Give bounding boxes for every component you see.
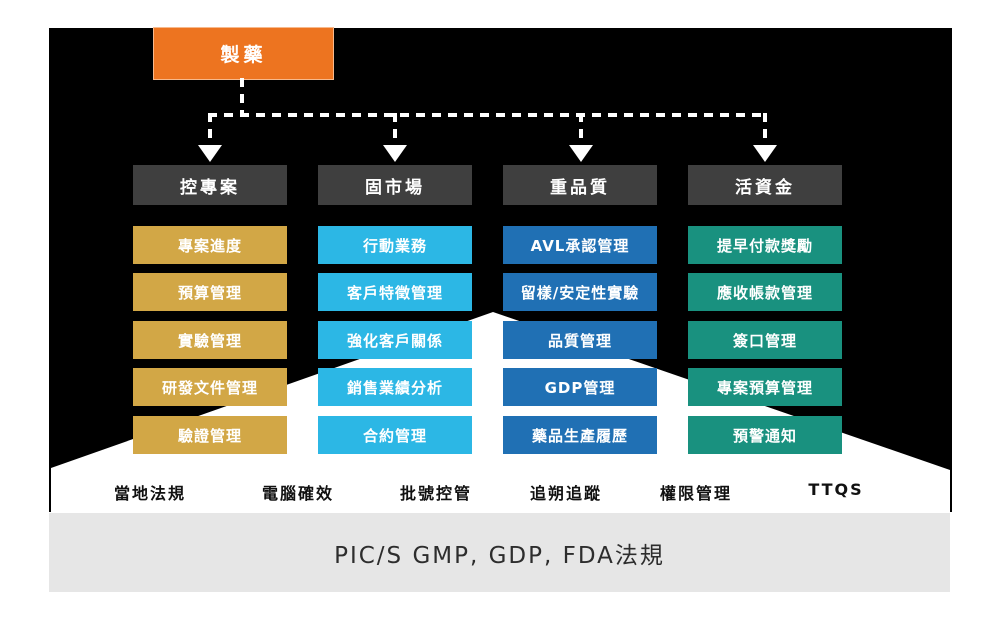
module-box: 預警通知 bbox=[688, 416, 842, 454]
module-box: AVL承認管理 bbox=[503, 226, 657, 264]
foundation-label: 當地法規 bbox=[113, 484, 187, 503]
module-box: 簽口管理 bbox=[688, 321, 842, 359]
module-box: 合約管理 bbox=[318, 416, 472, 454]
arrow-down-icon bbox=[753, 145, 777, 162]
module-box: 銷售業績分析 bbox=[318, 368, 472, 406]
foundation-label: 權限管理 bbox=[659, 484, 733, 503]
root-node: 製藥 bbox=[153, 27, 334, 80]
connector-drop-line bbox=[579, 113, 583, 146]
arrow-down-icon bbox=[383, 145, 407, 162]
module-box: 強化客戶關係 bbox=[318, 321, 472, 359]
column-header-funds: 活資金 bbox=[688, 165, 842, 205]
footer-bar: PIC/S GMP, GDP, FDA法規 bbox=[49, 513, 950, 592]
module-box: 預算管理 bbox=[133, 273, 287, 311]
diagram-panel: 製藥 控專案 專案進度 預算管理 實驗管理 研發文件管理 驗證管理 固市場 行動… bbox=[49, 27, 952, 512]
module-box: 品質管理 bbox=[503, 321, 657, 359]
module-box: 驗證管理 bbox=[133, 416, 287, 454]
foundation-label: 追朔追蹤 bbox=[529, 484, 603, 503]
module-box: 專案進度 bbox=[133, 226, 287, 264]
module-box: 留樣/安定性實驗 bbox=[503, 273, 657, 311]
arrow-down-icon bbox=[569, 145, 593, 162]
module-box: GDP管理 bbox=[503, 368, 657, 406]
root-node-label: 製藥 bbox=[220, 44, 267, 66]
module-box: 實驗管理 bbox=[133, 321, 287, 359]
module-box: 行動業務 bbox=[318, 226, 472, 264]
foundation-label: 電腦確效 bbox=[261, 484, 335, 503]
module-box: 應收帳款管理 bbox=[688, 273, 842, 311]
foundation-label: TTQS bbox=[808, 480, 864, 499]
foundation-label: 批號控管 bbox=[399, 484, 473, 503]
compliance-label: PIC/S GMP, GDP, FDA法規 bbox=[334, 542, 665, 569]
column-header-project: 控專案 bbox=[133, 165, 287, 205]
connector-drop-line bbox=[208, 113, 212, 146]
connector-horizontal-line bbox=[208, 113, 767, 117]
column-header-quality: 重品質 bbox=[503, 165, 657, 205]
connector-drop-line bbox=[393, 113, 397, 146]
module-box: 藥品生產履歷 bbox=[503, 416, 657, 454]
module-box: 專案預算管理 bbox=[688, 368, 842, 406]
module-box: 提早付款獎勵 bbox=[688, 226, 842, 264]
arrow-down-icon bbox=[198, 145, 222, 162]
column-header-market: 固市場 bbox=[318, 165, 472, 205]
connector-drop-line bbox=[763, 113, 767, 146]
module-box: 研發文件管理 bbox=[133, 368, 287, 406]
module-box: 客戶特徵管理 bbox=[318, 273, 472, 311]
connector-stub-line bbox=[240, 78, 244, 114]
mountain-silhouette bbox=[51, 312, 950, 512]
